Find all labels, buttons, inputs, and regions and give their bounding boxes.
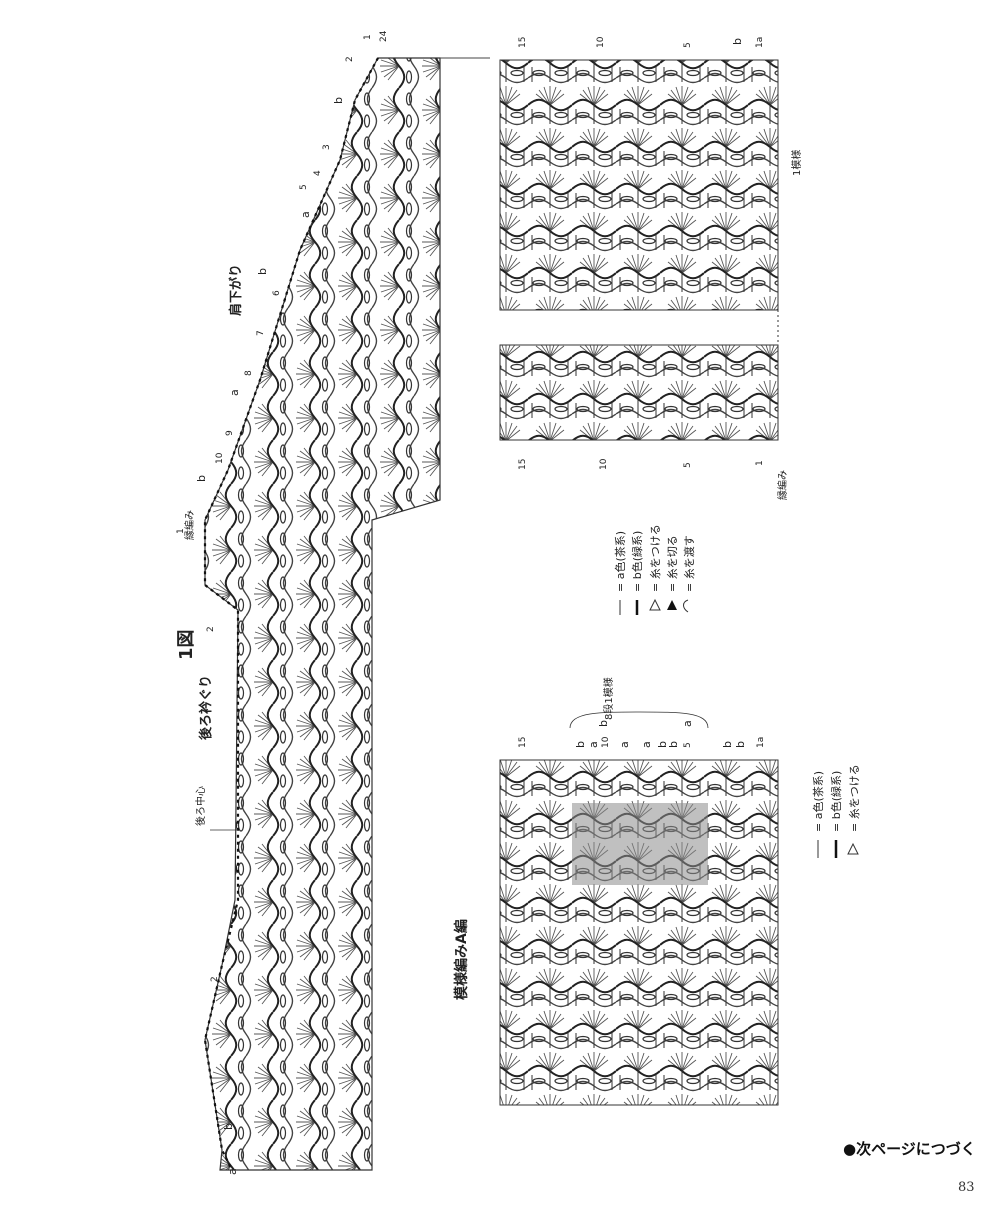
f1-row-8: 8 [244, 370, 254, 376]
ca-top-5: 5 [683, 742, 693, 748]
page-number: 83 [958, 1180, 975, 1195]
ca-top-b4: b [667, 741, 680, 748]
rc-bot-15: 15 [518, 459, 528, 470]
rc-top-b: b [731, 38, 744, 45]
f1-label-a: a [299, 211, 312, 218]
rc-top-10: 10 [596, 36, 606, 48]
ca-top-a1: a [587, 741, 600, 748]
figure1-row-labels: 1 24 2 b 3 4 5 a b 6 7 8 a 9 10 b 1 2 2 … [176, 30, 389, 1175]
f1-row-1: 1 [363, 34, 373, 40]
ca-top-a4: a [681, 720, 694, 727]
chartA-repeat-bracket [569, 711, 709, 729]
cal-color-b: = b色(緑系) [829, 771, 843, 832]
rl-attach: = 糸をつける [649, 524, 662, 592]
right-chart-top-labels: 15 10 5 b 1a [518, 36, 765, 48]
rc-bot-1: 1 [755, 460, 765, 466]
ca-top-1a: 1a [756, 737, 766, 748]
chartA-title: 模様編みA編 [453, 919, 470, 1000]
f1-row-6: 6 [272, 290, 282, 296]
chartA-repeat-label: 8段1模様 [602, 677, 615, 720]
label-back-center: 後ろ中心 [194, 786, 207, 826]
ca-top-a2: a [618, 741, 631, 748]
rl-cut: = 糸を切る [666, 535, 679, 592]
right-chart-upper-block [499, 59, 779, 311]
figure1-title: 1図 [176, 629, 197, 660]
f1-row-24: 24 [379, 30, 389, 42]
f1-edge-1: 1 [176, 528, 186, 534]
rc-top-15: 15 [518, 37, 528, 48]
right-chart-bottom-labels: 15 10 5 1 [518, 458, 765, 470]
label-shoulder-slope: 肩下がり [228, 264, 244, 316]
label-back-neckline: 後ろ衿ぐり [198, 675, 214, 740]
rc-top-1a: 1a [755, 37, 765, 48]
f1-label-b3: b [195, 475, 208, 482]
rl-carry: = 糸を渡す [682, 535, 696, 592]
figure1-stitch-area [204, 57, 441, 1171]
rc-top-5: 5 [683, 42, 693, 48]
f1-row-5: 5 [299, 184, 309, 190]
rc-side-edge: 縁編み [776, 470, 789, 500]
rc-side-repeat: 1模様 [790, 150, 803, 176]
cal-attach-icon [847, 842, 859, 855]
right-chart [499, 59, 779, 441]
right-legend: = a色(茶系) = b色(緑系) = 糸をつける = 糸を切る = 糸を渡す [613, 524, 696, 615]
f1-label-b4: b [222, 1123, 235, 1130]
rc-bot-10: 10 [599, 458, 609, 470]
cal-color-a: = a色(茶系) [811, 771, 825, 832]
figure1-edge-line [203, 57, 379, 1171]
ca-top-b5: b [721, 741, 734, 748]
rl-color-a: = a色(茶系) [613, 531, 627, 592]
f1-row-2: 2 [345, 56, 355, 62]
ca-top-b3: b [656, 741, 669, 748]
f1-row-2b: 2 [206, 626, 216, 632]
rc-bot-5: 5 [683, 462, 693, 468]
f1-row-2c: 2 [210, 976, 220, 982]
continue-next-page: ●次ページにつづく [843, 1140, 976, 1158]
label-edge-fig1: 縁編み [183, 510, 196, 540]
ca-top-a3: a [640, 741, 653, 748]
f1-label-b: b [332, 97, 345, 104]
f1-label-b2: b [256, 268, 269, 275]
f1-row-9: 9 [225, 430, 235, 436]
ca-top-b2: b [597, 720, 610, 727]
f1-row-7: 7 [256, 330, 266, 336]
f1-row-3: 3 [322, 144, 332, 150]
ca-top-10: 10 [601, 736, 611, 748]
chartA-legend: = a色(茶系) = b色(緑系) = 糸をつける [811, 764, 861, 858]
ca-top-b6: b [734, 741, 747, 748]
chartA [499, 759, 779, 1106]
cal-attach: = 糸をつける [848, 764, 861, 832]
f1-row-10: 10 [215, 452, 225, 464]
figure1-chart [203, 57, 490, 1171]
rl-carry-icon [683, 599, 689, 613]
f1-label-a3: a [226, 1168, 239, 1175]
f1-label-a2: a [228, 389, 241, 396]
ca-top-b1: b [574, 741, 587, 748]
f1-row-4: 4 [313, 170, 323, 176]
rl-attach-icon [649, 598, 661, 611]
chartA-repeat-highlight [572, 803, 708, 885]
rl-cut-icon [667, 600, 677, 610]
rl-color-b: = b色(緑系) [630, 531, 644, 592]
chartA-top-labels: 15 b a 10 b a a b b 5 a b b 1a [518, 720, 766, 748]
ca-top-15: 15 [518, 737, 528, 748]
right-chart-lower-block [499, 344, 779, 441]
